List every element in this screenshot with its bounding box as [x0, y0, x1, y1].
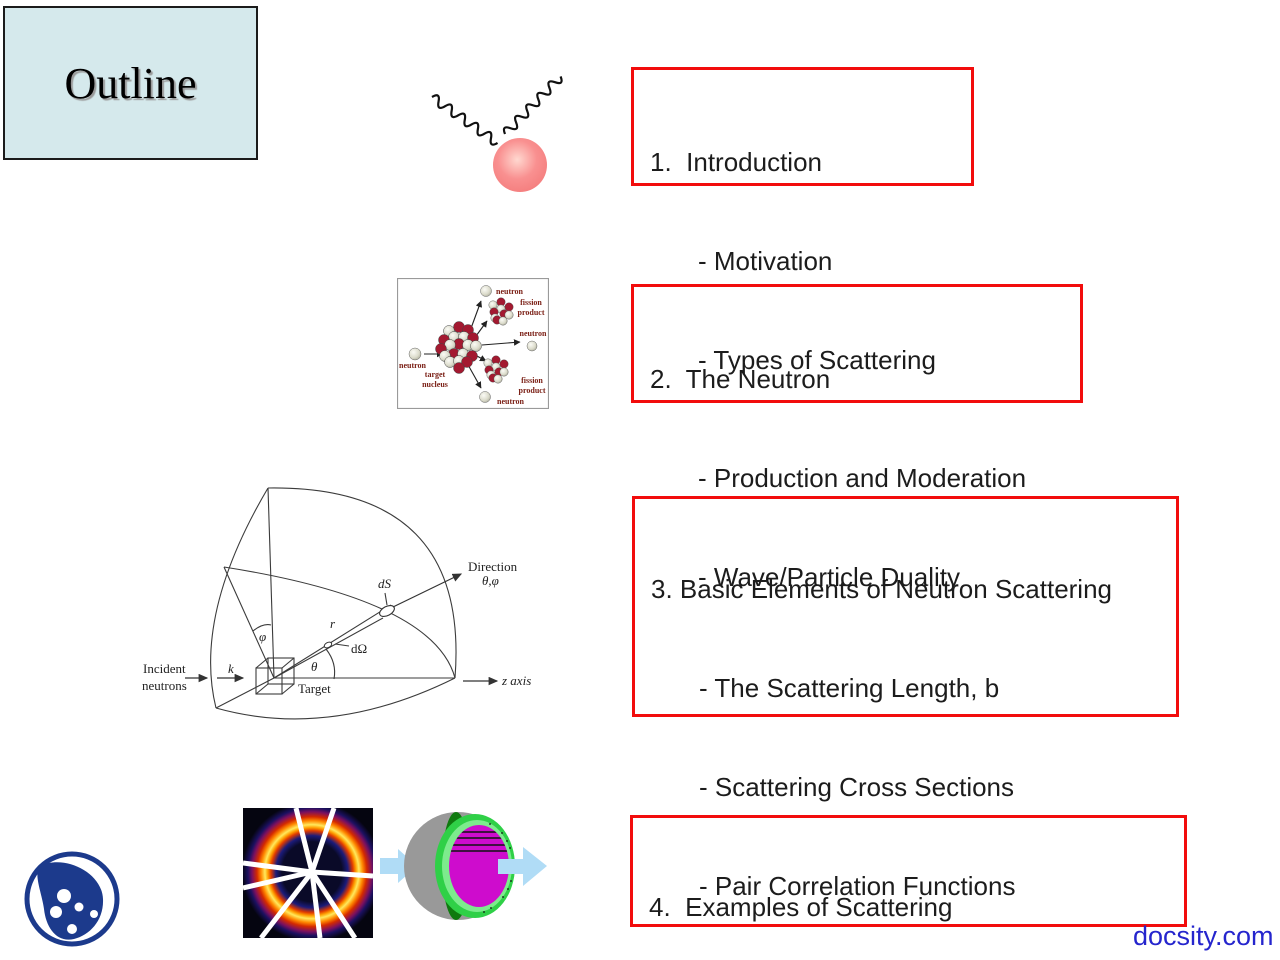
- section-item: - Types of Scattering: [698, 345, 936, 375]
- section-heading: 3. Basic Elements of Neutron Scattering: [651, 574, 1113, 604]
- outgoing-photon-squiggle: [502, 76, 563, 135]
- fission-label-target-1: target: [425, 370, 446, 379]
- fission-product-1-cluster: [488, 297, 514, 326]
- detector-gap-spokes: [242, 807, 374, 940]
- outline-section-3: 3. Basic Elements of Neutron Scattering …: [632, 496, 1179, 901]
- right-neutron-sphere: [526, 340, 538, 352]
- bottom-neutron-sphere: [479, 391, 491, 403]
- section-item: - Wave/Particle Duality: [698, 562, 960, 592]
- scattering-geometry-illustration: Incident neutrons k Target θ φ r dΩ dS D…: [142, 487, 531, 720]
- fission-label-neutron-left: neutron: [399, 361, 427, 370]
- dS-area-ellipse: [379, 604, 395, 618]
- target-cube: [255, 657, 295, 695]
- logo-blob: [37, 862, 104, 940]
- fission-label-product1-2: product: [518, 308, 545, 317]
- diffraction-pattern-image: [242, 807, 374, 940]
- section-heading: 4. Examples of Scattering: [649, 892, 953, 922]
- outline-section-1: 1. Introduction - Motivation - Types of …: [631, 67, 974, 375]
- fission-label-neutron-top: neutron: [496, 287, 524, 296]
- section-item: - Pair Correlation Functions: [699, 871, 1016, 901]
- fission-label-product1-1: fission: [520, 298, 542, 307]
- geometry-arrows: [185, 573, 499, 686]
- geometry-label-phi: φ: [259, 629, 266, 644]
- geometry-label-dS: dS: [378, 576, 392, 591]
- logo-holes: [50, 889, 98, 934]
- photon-scattering-illustration: [431, 76, 563, 192]
- sphere-wireframe: [210, 487, 457, 720]
- section-item: - The Scattering Length, b: [699, 673, 1000, 703]
- outgoing-beam-arrow: [498, 847, 547, 886]
- outline-section-4: 4. Examples of Scattering - Elastic (Dif…: [630, 815, 1187, 927]
- geometry-label-r: r: [330, 616, 336, 631]
- geometry-label-z-axis: z axis: [501, 673, 531, 688]
- section-item: - Motivation: [698, 246, 833, 276]
- fission-label-neutron-bottom: neutron: [497, 397, 525, 406]
- section-heading: 2. The Neutron: [650, 364, 831, 394]
- geometry-label-theta: θ: [311, 659, 318, 674]
- geometry-label-target: Target: [298, 681, 331, 696]
- fission-label-target-2: nucleus: [422, 380, 448, 389]
- fission-label-neutron-right: neutron: [520, 329, 548, 338]
- nucleus-ball: [493, 138, 547, 192]
- geometry-label-direction-1: Direction: [468, 559, 518, 574]
- dOmega-ellipse: [323, 641, 333, 649]
- title-box: Outline: [3, 6, 258, 160]
- docsity-link[interactable]: docsity.com: [1133, 921, 1274, 951]
- incoming-beam-arrow: [380, 849, 417, 883]
- fission-product-2-cluster: [483, 355, 509, 384]
- geometry-label-incident-2: neutrons: [142, 678, 187, 693]
- incoming-photon-squiggle: [431, 94, 499, 146]
- section-item: - Scattering Cross Sections: [699, 772, 1015, 802]
- fission-frame: [397, 278, 549, 409]
- neutron-fission-illustration: neutron target nucleus neutron fission p…: [397, 278, 549, 409]
- fission-label-product2-2: product: [519, 386, 546, 395]
- geometry-label-dOmega: dΩ: [351, 641, 367, 656]
- outline-section-2: 2. The Neutron - Production and Moderati…: [631, 284, 1083, 592]
- geometry-label-incident-1: Incident: [143, 661, 186, 676]
- fission-label-product2-1: fission: [521, 376, 543, 385]
- section-item: - Production and Moderation: [698, 463, 1027, 493]
- direction-arrow: [392, 573, 463, 608]
- core-shell-sphere-illustration: [380, 812, 547, 920]
- photon-squiggle-lines: [431, 76, 563, 146]
- section-heading: 1. Introduction: [650, 147, 822, 177]
- geometry-label-k: k: [228, 661, 234, 676]
- top-neutron-sphere: [480, 285, 492, 297]
- target-nucleus-cluster: [435, 321, 482, 374]
- page-title: Outline: [64, 58, 197, 108]
- docsity-logo-icon: [24, 851, 120, 947]
- incoming-neutron-sphere: [408, 347, 422, 361]
- geometry-label-direction-2: θ,φ: [482, 573, 499, 588]
